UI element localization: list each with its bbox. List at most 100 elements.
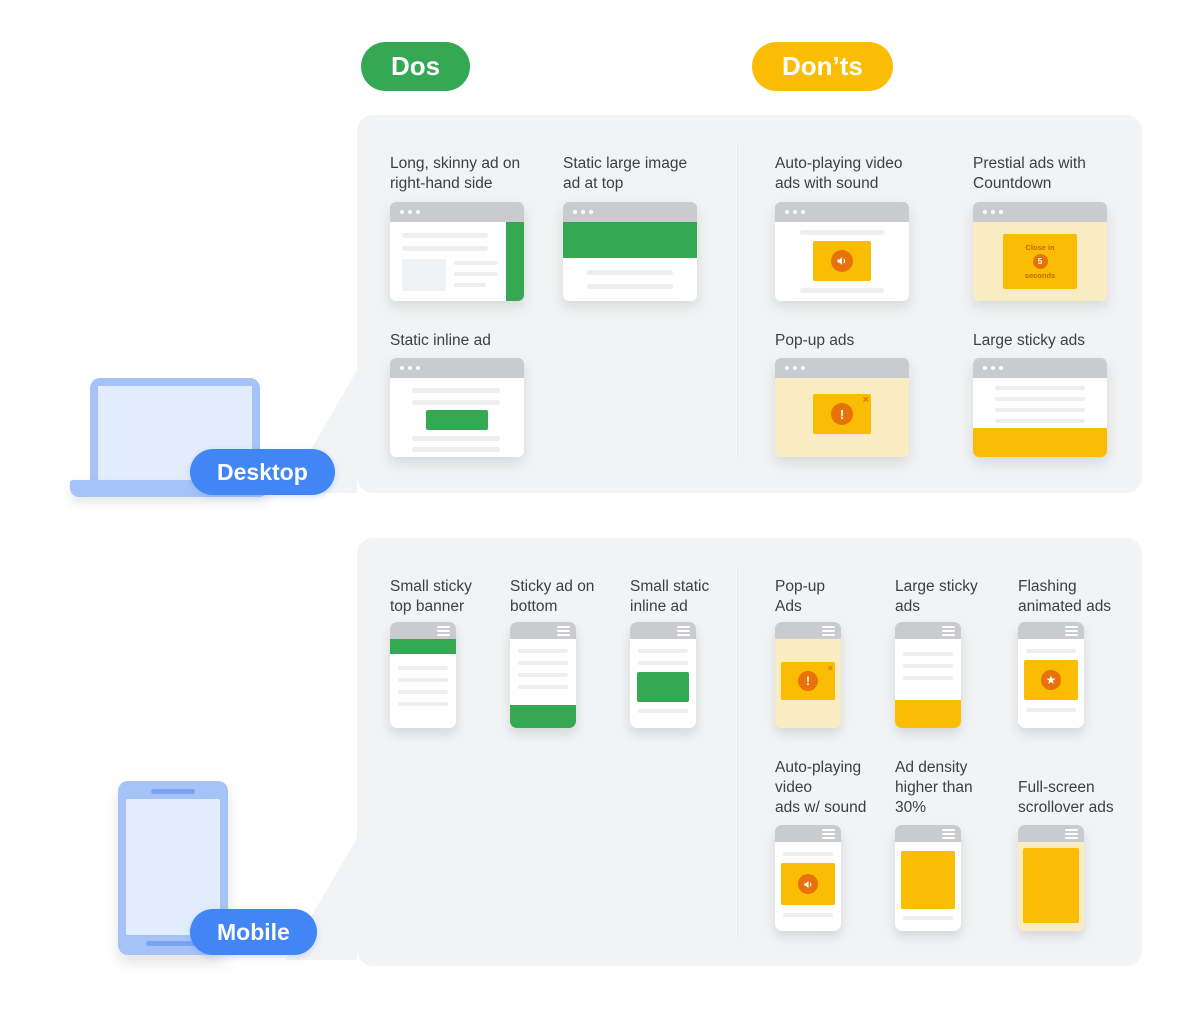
content-line	[454, 272, 498, 276]
phone-browser-bar	[895, 622, 961, 639]
desktop-dont-label-large-sticky: Large sticky ads	[973, 332, 1085, 349]
menu-icon	[437, 626, 450, 636]
content-line	[903, 664, 953, 668]
browser-toolbar	[775, 202, 909, 222]
content-line	[995, 419, 1085, 423]
browser-mockup-large-top-ad	[563, 202, 697, 301]
dos-pill: Dos	[361, 42, 471, 91]
warning-icon-circle: !	[831, 403, 853, 425]
phone-browser-bar	[390, 622, 456, 639]
speaker-icon	[803, 880, 811, 888]
phone-browser-bar	[775, 622, 841, 639]
countdown-number-circle: 5	[1032, 254, 1048, 269]
content-line	[412, 388, 500, 393]
desktop-badge: Desktop	[190, 449, 335, 495]
mobile-do-label-sticky-top: Small sticky top banner	[390, 578, 472, 615]
content-line	[638, 661, 688, 665]
browser-dots-icon	[983, 210, 1003, 214]
mobile-dont-label-flashing: Flashing animated ads	[1018, 578, 1112, 615]
desktop-panel: Long, skinny ad on right-hand side Stati…	[357, 115, 1142, 493]
browser-toolbar	[775, 358, 909, 378]
browser-mockup-popup-ad: ! ×	[775, 358, 909, 457]
speaker-icon	[837, 257, 846, 265]
content-line	[903, 916, 953, 920]
content-line	[995, 386, 1085, 390]
content-line	[398, 666, 448, 670]
browser-dots-icon	[400, 210, 420, 214]
content-line	[638, 649, 688, 653]
phone-illustration	[118, 781, 228, 955]
phone-browser-bar	[775, 825, 841, 842]
mobile-dont-label-ad-density: Ad density higher than 30%	[895, 759, 973, 816]
phone-mockup-ad-density	[895, 825, 961, 931]
mobile-do-label-sticky-bottom: Sticky ad on bottom	[510, 578, 595, 615]
desktop-badge-label: Desktop	[217, 458, 308, 485]
phone-mockup-sticky-bottom-ad	[510, 622, 576, 728]
menu-icon	[1065, 829, 1078, 839]
content-line	[412, 447, 500, 452]
dense-ad-block	[901, 851, 955, 909]
inline-ad-block	[426, 410, 488, 430]
browser-dots-icon	[785, 366, 805, 370]
phone-mockup-small-inline-ad	[630, 622, 696, 728]
browser-toolbar	[973, 202, 1107, 222]
content-line	[518, 649, 568, 653]
phone-mockup-fullscreen-scrollover-ad	[1018, 825, 1084, 931]
inline-ad-block	[637, 672, 689, 702]
desktop-dont-label-prestitial: Prestial ads with Countdown	[973, 155, 1086, 192]
content-line	[398, 690, 448, 694]
warning-icon-circle: !	[798, 671, 818, 691]
dos-pill-label: Dos	[391, 51, 441, 81]
content-line	[783, 913, 833, 917]
phone-speaker-slit	[151, 789, 195, 794]
browser-toolbar	[390, 358, 524, 378]
content-line	[1026, 649, 1076, 653]
mobile-dont-label-large-sticky: Large sticky ads	[895, 578, 978, 615]
phone-mockup-large-sticky-ad	[895, 622, 961, 728]
popup-ad-block: ! ×	[813, 394, 871, 434]
browser-dots-icon	[785, 210, 805, 214]
browser-mockup-prestitial-ad: Close in 5 seconds	[973, 202, 1107, 301]
menu-icon	[822, 626, 835, 636]
phone-home-bar	[146, 941, 200, 946]
mobile-dont-label-fullscreen: Full-screen scrollover ads	[1018, 779, 1114, 816]
content-line	[402, 233, 488, 238]
countdown-text-bottom: seconds	[1024, 271, 1056, 280]
content-line	[783, 852, 833, 856]
browser-mockup-autoplay-video-ad	[775, 202, 909, 301]
video-ad-block	[813, 241, 871, 281]
countdown-ad-block: Close in 5 seconds	[1003, 234, 1077, 289]
desktop-do-label-large-top: Static large image ad at top	[563, 155, 688, 192]
content-line	[398, 678, 448, 682]
menu-icon	[1065, 626, 1078, 636]
skinny-right-ad-block	[506, 222, 524, 301]
browser-mockup-inline-ad	[390, 358, 524, 457]
phone-mockup-autoplay-video-ad	[775, 825, 841, 931]
star-icon-circle: ★	[1041, 670, 1061, 690]
video-ad-block	[781, 863, 835, 905]
phone-browser-bar	[1018, 825, 1084, 842]
browser-mockup-long-skinny-ad	[390, 202, 524, 301]
phone-mockup-popup-ad: ! ×	[775, 622, 841, 728]
menu-icon	[942, 829, 955, 839]
browser-dots-icon	[983, 366, 1003, 370]
phone-browser-bar	[1018, 622, 1084, 639]
content-line	[995, 408, 1085, 412]
menu-icon	[677, 626, 690, 636]
donts-pill-label: Don’ts	[782, 51, 863, 81]
animated-ad-block: ★	[1024, 660, 1078, 700]
phone-browser-bar	[630, 622, 696, 639]
phone-browser-bar	[895, 825, 961, 842]
browser-toolbar	[390, 202, 524, 222]
phone-browser-bar	[510, 622, 576, 639]
content-line	[1026, 708, 1076, 712]
mobile-dont-label-auto-video: Auto-playing video ads w/ sound	[775, 759, 867, 816]
phone-mockup-flashing-ad: ★	[1018, 622, 1084, 728]
content-line	[518, 685, 568, 689]
desktop-do-label-long-skinny: Long, skinny ad on right-hand side	[390, 155, 521, 192]
star-icon: ★	[1045, 673, 1057, 687]
sound-icon-circle	[831, 250, 853, 272]
browser-toolbar	[563, 202, 697, 222]
content-line	[454, 283, 486, 287]
close-icon: ×	[827, 663, 833, 673]
